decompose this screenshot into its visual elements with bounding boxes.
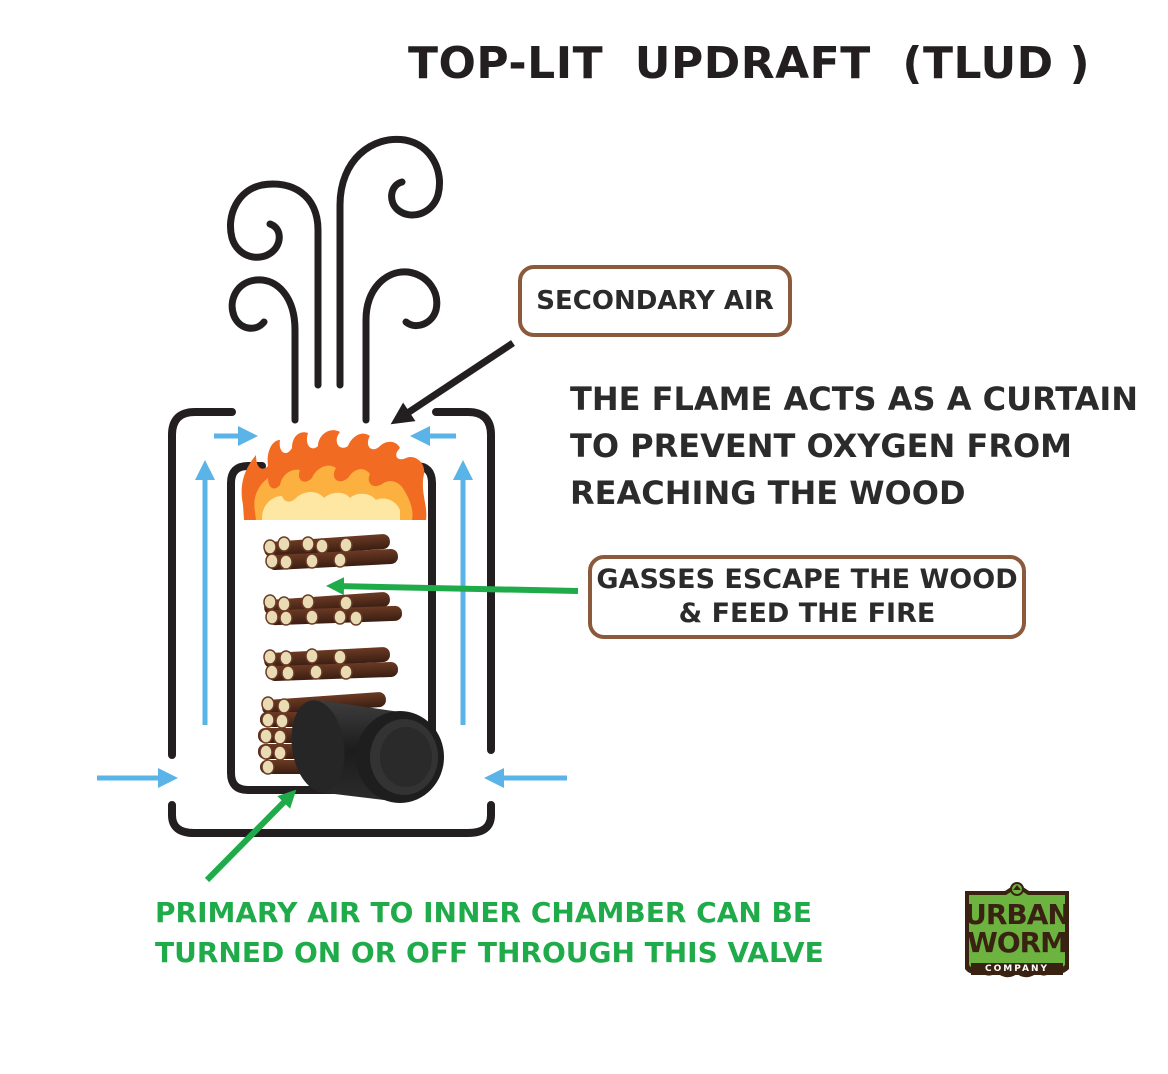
secondary-air-arrow bbox=[390, 340, 515, 425]
gasses-arrow bbox=[326, 577, 579, 596]
log-stack-2 bbox=[263, 592, 402, 626]
logo-line-company: COMPANY bbox=[985, 964, 1049, 974]
log-stack-3 bbox=[263, 647, 398, 682]
primary-air-arrow bbox=[204, 789, 297, 883]
secondary-air-label: SECONDARY AIR bbox=[518, 265, 792, 337]
gasses-label: GASSES ESCAPE THE WOOD & FEED THE FIRE bbox=[588, 555, 1026, 639]
flame-curtain-caption: THE FLAME ACTS AS A CURTAIN TO PREVENT O… bbox=[570, 380, 1139, 512]
logo-line-urban: URBAN bbox=[964, 898, 1071, 931]
recycle-worm-icon bbox=[1010, 882, 1024, 896]
secondary-air-text: SECONDARY AIR bbox=[536, 286, 774, 316]
primary-air-valve-pipe bbox=[291, 700, 444, 803]
logo-badge bbox=[965, 882, 1069, 978]
primary-air-caption: PRIMARY AIR TO INNER CHAMBER CAN BE TURN… bbox=[155, 896, 824, 969]
air-flow-arrows bbox=[97, 426, 567, 788]
urban-worm-logo: URBAN WORM COMPANY bbox=[961, 881, 1073, 983]
outer-chamber bbox=[168, 408, 495, 837]
gasses-text-line2: & FEED THE FIRE bbox=[678, 598, 936, 629]
logo-line-worm: WORM bbox=[966, 926, 1068, 959]
diagram-title: TOP-LIT UPDRAFT (TLUD ) bbox=[408, 38, 1091, 89]
gasses-text-line1: GASSES ESCAPE THE WOOD bbox=[596, 564, 1018, 595]
smoke-swirls bbox=[227, 135, 443, 424]
log-stack-1 bbox=[263, 534, 398, 571]
flame bbox=[241, 430, 427, 520]
